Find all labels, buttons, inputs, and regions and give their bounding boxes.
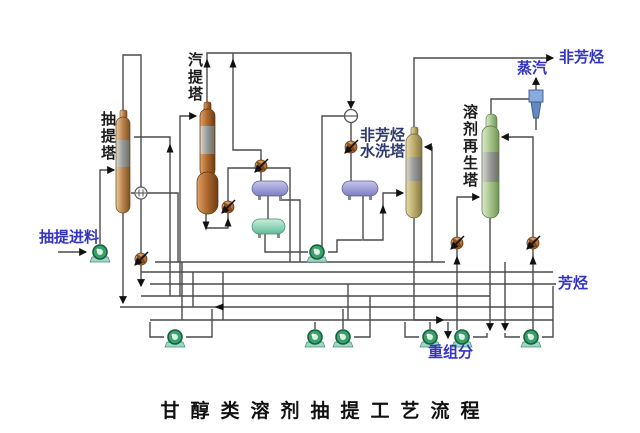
mixer-symbol [134,186,148,200]
feed-stream-label: 抽提进料 [39,229,100,246]
valve [254,158,269,173]
extraction-tower-label: 抽提塔 [99,111,116,162]
pump [520,329,542,348]
pumps [89,244,542,348]
control-valves [134,139,541,266]
aromatics-stream-label: 芳烃 [558,275,589,292]
heavy-components-stream-label: 重组分 [428,344,474,361]
pump [89,244,111,263]
valve [526,235,541,250]
valve [344,139,359,154]
pump [451,329,473,348]
valve [221,199,236,214]
steam-ejector [528,89,544,119]
wash-tower-label-line1: 非芳烃 [360,127,406,144]
pump [419,329,441,348]
non-aromatics-stream-label: 非芳烃 [559,49,605,66]
wash-tower-label-line2: 水洗塔 [360,143,406,160]
valve [134,251,149,266]
reflux-drum-left [251,180,289,200]
steam-stream-label: 蒸汽 [517,60,548,77]
flow-arrows [166,58,537,311]
pipe-network [58,52,556,340]
regeneration-tower [481,113,500,219]
reflux-drum-right [341,180,379,200]
regeneration-tower-label: 溶剂再生塔 [461,104,478,189]
stripping-tower [196,101,219,215]
separator-drum-teal [251,218,286,238]
wash-tower [405,126,423,219]
valve [450,235,465,250]
wash-tower-label: 非芳烃 水洗塔 [360,128,405,160]
condenser-symbol [343,108,359,124]
pump [306,244,328,263]
diagram-title: 甘醇类溶剂抽提工艺流程 [160,400,491,422]
pump [304,329,326,348]
pump [332,329,354,348]
stripping-tower-label: 汽提塔 [186,52,203,103]
pump [164,329,186,348]
extraction-tower [115,109,131,214]
